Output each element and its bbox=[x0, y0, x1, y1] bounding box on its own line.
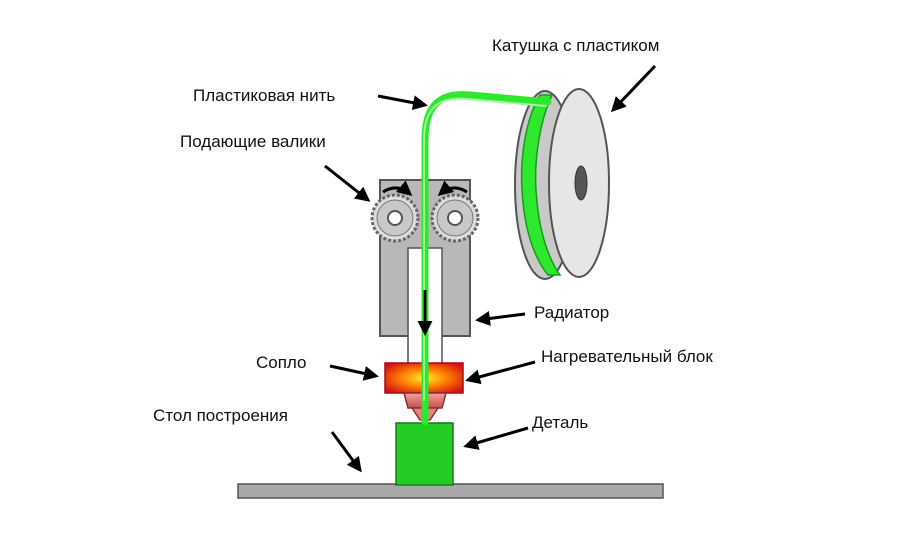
pointer-part bbox=[463, 426, 529, 450]
printed-part bbox=[395, 422, 454, 486]
spool-filament-winding bbox=[520, 94, 562, 276]
pointer-spool bbox=[610, 64, 657, 113]
label-filament: Пластиковая нить bbox=[193, 86, 335, 105]
roller-right-rotation-arrow bbox=[437, 180, 468, 196]
build-plate bbox=[237, 483, 664, 499]
feed-rollers bbox=[370, 180, 480, 243]
label-heater-block: Нагревательный блок bbox=[541, 347, 713, 366]
roller-left-rotation-arrow bbox=[382, 180, 413, 196]
label-spool: Катушка с пластиком bbox=[492, 36, 659, 55]
filament-spool bbox=[514, 88, 610, 280]
label-nozzle: Сопло bbox=[256, 353, 307, 372]
filament-strand bbox=[421, 91, 552, 426]
pointer-nozzle bbox=[329, 364, 379, 381]
pointer-radiator bbox=[475, 311, 526, 326]
pointer-bed bbox=[330, 431, 362, 473]
spool-hub bbox=[574, 165, 588, 201]
roller-right bbox=[430, 193, 480, 243]
label-radiator: Радиатор bbox=[534, 303, 609, 322]
label-part: Деталь bbox=[532, 413, 588, 432]
roller-left bbox=[370, 193, 420, 243]
label-bed: Стол построения bbox=[153, 406, 288, 425]
pointer-filament bbox=[377, 94, 428, 111]
filament-strand-highlight bbox=[423, 97, 547, 401]
pointer-rollers bbox=[324, 164, 371, 202]
label-rollers: Подающие валики bbox=[180, 132, 326, 151]
pointer-heater-block bbox=[465, 360, 536, 385]
